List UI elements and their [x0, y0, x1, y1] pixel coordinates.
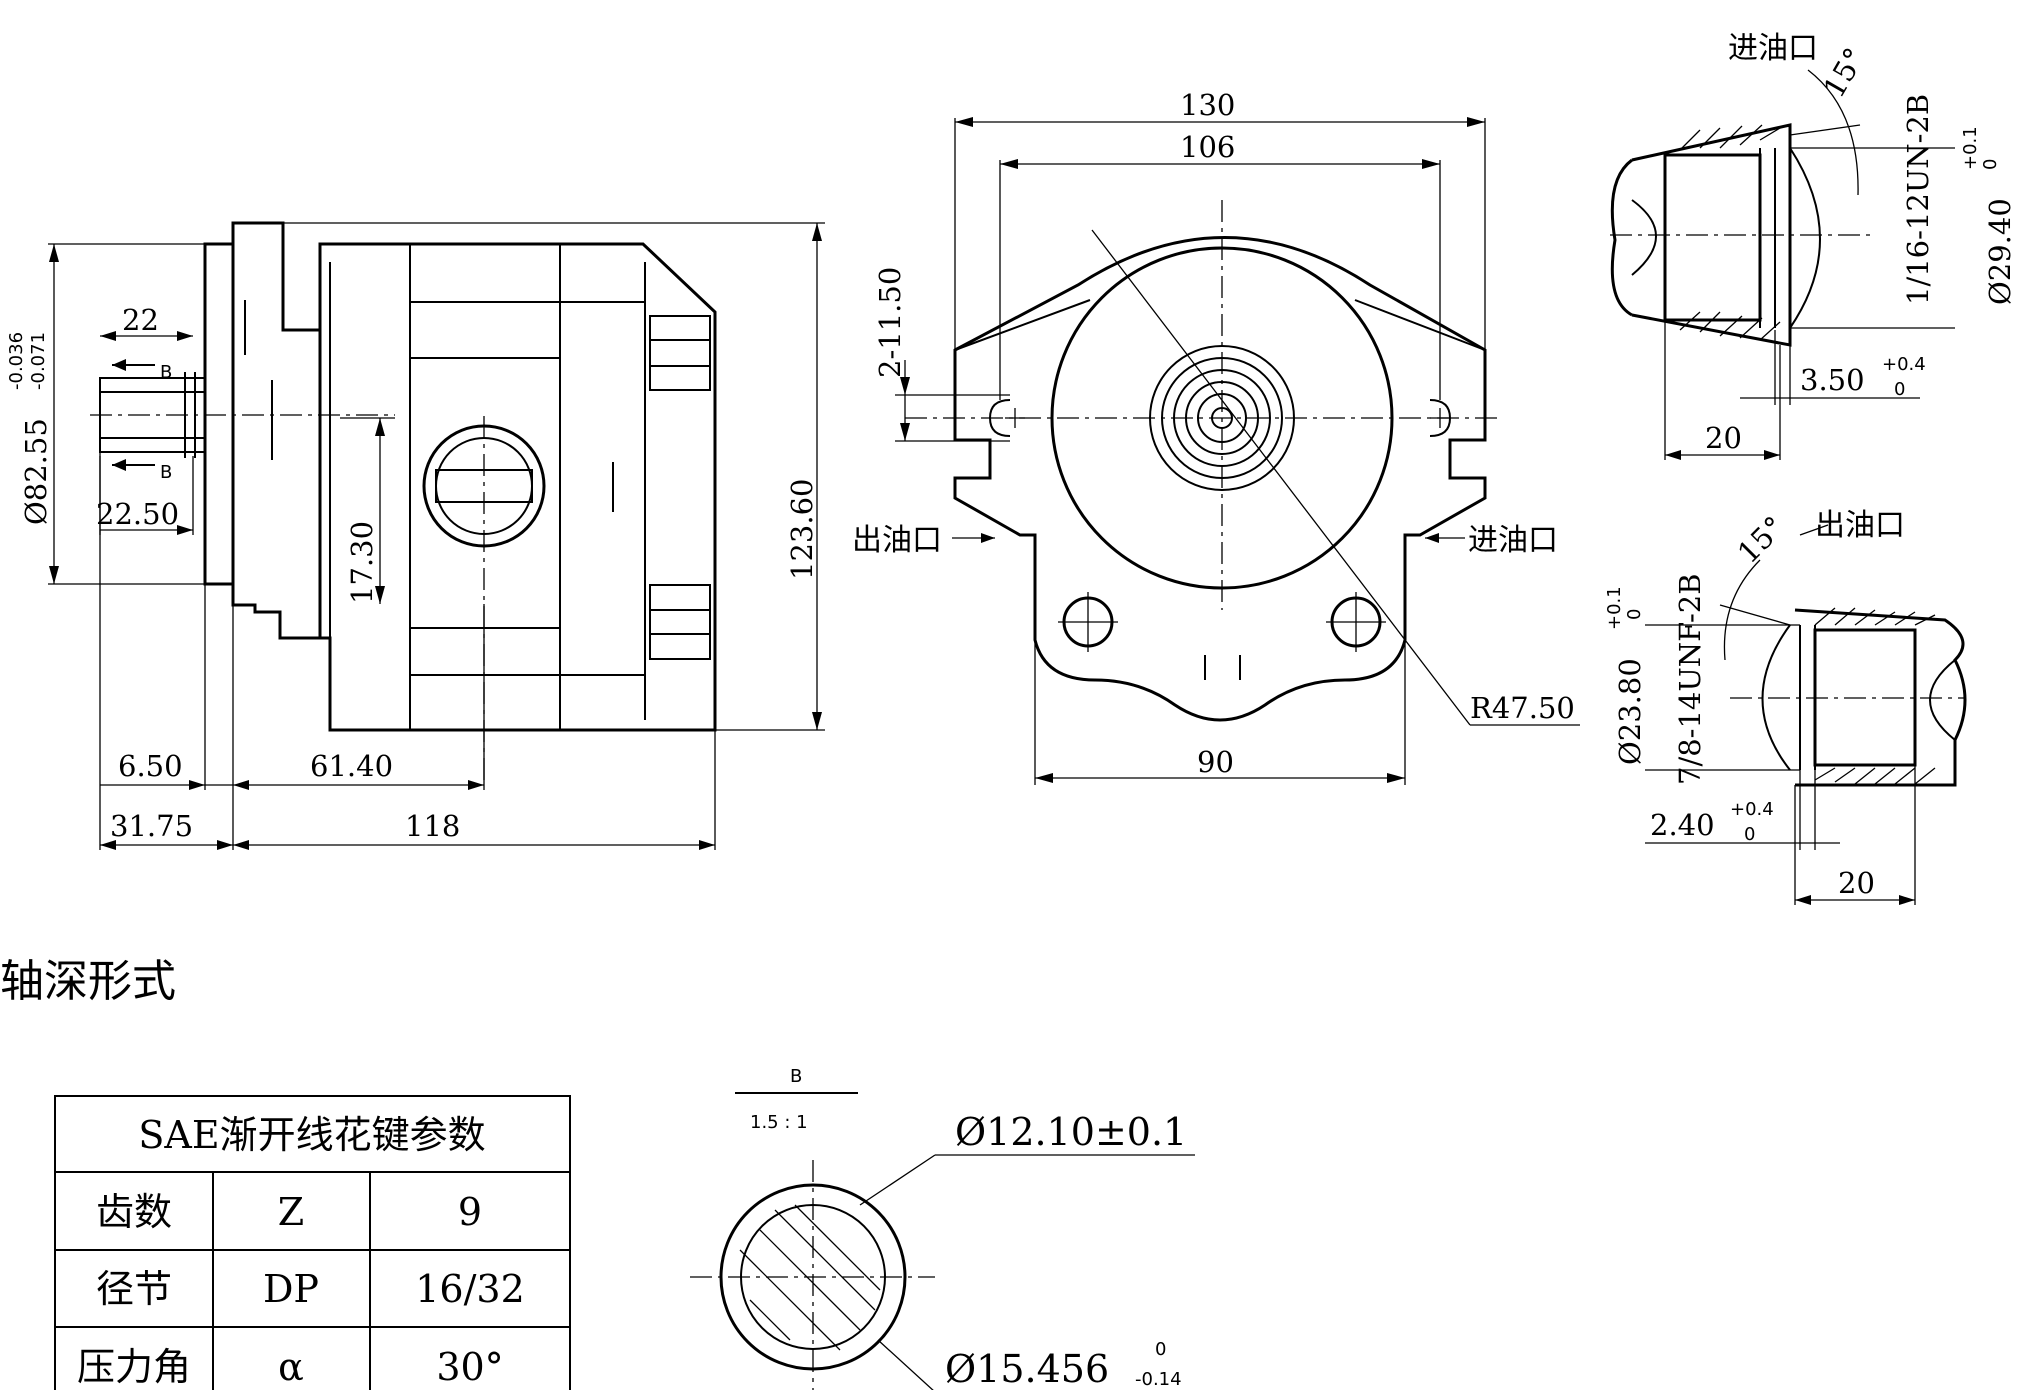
inlet-length: 20 — [1705, 421, 1742, 455]
row-name: 齿数 — [96, 1190, 172, 1234]
outlet-angle: 15° — [1731, 510, 1791, 570]
section-mark-top: B — [160, 362, 172, 383]
dim-radius: R47.50 — [1470, 691, 1575, 725]
label-outlet: 出油口 — [852, 523, 942, 558]
inlet-depth-tol-lower: 0 — [1894, 379, 1905, 400]
outlet-diam-tol-lower: 0 — [1624, 609, 1645, 620]
inlet-diam-tol-upper: +0.1 — [1960, 126, 1981, 170]
outlet-port-detail: 出油口 15° 7/8-14UNF-2B Ø23.80 +0.1 0 2.40 … — [1604, 508, 1967, 905]
section-title: 轴深形式 — [0, 956, 176, 1007]
row-name: 径节 — [96, 1267, 172, 1311]
dim-port-height: 17.30 — [345, 521, 379, 604]
inlet-title: 进油口 — [1728, 31, 1818, 66]
dim-flange-thk: 6.50 — [118, 749, 183, 783]
table-title: SAE渐开线花键参数 — [138, 1113, 485, 1157]
dim-shaft-len: 31.75 — [110, 809, 193, 843]
inlet-thread: 1/16-12UN-2B — [1901, 94, 1935, 305]
dim-shaft-bottom: 22.50 — [96, 497, 179, 531]
dim-body-len: 118 — [405, 809, 460, 843]
spline-detail: B 1.5 : 1 Ø12.10±0.1 Ø15.456 0 -0.14 — [690, 1066, 1195, 1390]
front-view: R47.50 130 106 2-11.50 90 出油口 进油口 — [852, 88, 1580, 785]
inlet-diameter: Ø29.40 — [1983, 198, 2017, 305]
dim-bottom-width: 90 — [1197, 745, 1234, 779]
minor-diameter: Ø12.10±0.1 — [955, 1110, 1187, 1154]
tol-flange-upper: -0.036 — [6, 332, 27, 390]
inlet-depth: 3.50 — [1800, 363, 1865, 397]
row-symbol: DP — [263, 1267, 319, 1311]
major-tol-lower: -0.14 — [1135, 1369, 1182, 1390]
row-symbol: α — [278, 1345, 304, 1389]
outlet-diameter: Ø23.80 — [1613, 658, 1647, 765]
dim-shaft-top: 22 — [122, 303, 159, 337]
row-name: 压力角 — [77, 1345, 191, 1389]
row-value: 30° — [436, 1345, 503, 1389]
outlet-diam-tol-upper: +0.1 — [1604, 586, 1625, 630]
side-view: B B 17.30 22 22.50 Ø82.55 -0.036 -0.071 … — [6, 221, 825, 850]
outlet-title: 出油口 — [1815, 508, 1905, 543]
dim-overall-height: 123.60 — [785, 479, 819, 580]
major-tol-upper: 0 — [1155, 1339, 1166, 1360]
inlet-angle: 15° — [1817, 42, 1872, 104]
inlet-port-detail: 进油口 15° 1/16-12UN-2B Ø29.40 +0.1 0 3.50 … — [1610, 31, 2017, 460]
spline-scale: 1.5 : 1 — [750, 1112, 808, 1133]
dim-flange-diameter: Ø82.55 — [19, 418, 53, 525]
dim-hole-spacing: 106 — [1180, 130, 1235, 164]
outlet-depth-tol-upper: +0.4 — [1730, 799, 1774, 820]
inlet-depth-tol-upper: +0.4 — [1882, 354, 1926, 375]
tol-flange-lower: -0.071 — [28, 332, 49, 390]
inlet-diam-tol-lower: 0 — [1980, 159, 2001, 170]
major-diameter: Ø15.456 — [945, 1347, 1109, 1390]
spline-table: SAE渐开线花键参数 齿数 Z 9 径节 DP 16/32 压力角 α 30° — [54, 1095, 571, 1390]
dim-port-offset: 61.40 — [310, 749, 393, 783]
row-symbol: Z — [278, 1190, 304, 1234]
row-value: 9 — [458, 1190, 482, 1234]
outlet-length: 20 — [1838, 866, 1875, 900]
section-mark-bottom: B — [160, 462, 172, 483]
outlet-depth-tol-lower: 0 — [1744, 824, 1755, 845]
row-value: 16/32 — [415, 1267, 525, 1311]
outlet-thread: 7/8-14UNF-2B — [1673, 573, 1707, 785]
dim-slot: 2-11.50 — [873, 267, 907, 378]
label-inlet: 进油口 — [1468, 523, 1558, 558]
outlet-depth: 2.40 — [1650, 808, 1715, 842]
dim-width-overall: 130 — [1180, 88, 1235, 122]
spline-section: B — [790, 1066, 802, 1087]
